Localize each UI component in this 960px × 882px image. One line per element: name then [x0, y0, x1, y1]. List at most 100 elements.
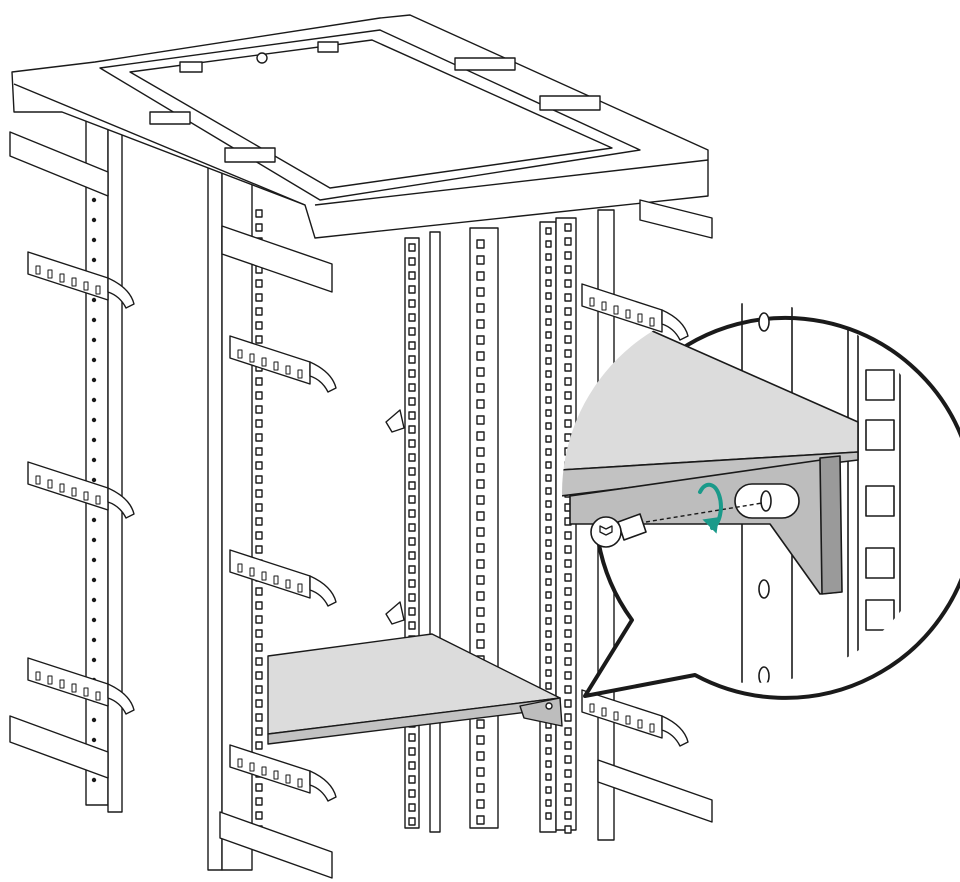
cable-bracket [581, 689, 689, 747]
rack-hole [545, 422, 552, 430]
rack-hole [255, 503, 263, 512]
rack-hole [545, 682, 552, 690]
cable-bracket-tab [95, 495, 101, 505]
detail-square-hole [865, 485, 895, 517]
rack-hole [255, 461, 263, 470]
rack-post-front-left [207, 149, 223, 871]
rack-hole [91, 397, 97, 403]
rack-hole [255, 433, 263, 442]
cable-bracket-hook [661, 309, 689, 341]
rack-hole [255, 307, 263, 316]
rack-hole [255, 699, 263, 708]
rack-hole [255, 657, 263, 666]
cable-bracket-hook [309, 575, 337, 607]
rack-hole [476, 399, 485, 409]
rack-hole [545, 552, 552, 560]
rack-hole [476, 351, 485, 361]
rack-hole [255, 279, 263, 288]
detail-rail-hole [758, 579, 770, 599]
rack-hole [91, 377, 97, 383]
rack-hole [476, 719, 485, 729]
rack-hole [91, 337, 97, 343]
rack-hole [408, 565, 416, 574]
rack-hole [545, 357, 552, 365]
rack-hole [564, 741, 572, 750]
horizontal-rail-front-bottom [219, 811, 333, 879]
rack-hole [255, 335, 263, 344]
rack-hole [476, 591, 485, 601]
rack-hole [545, 747, 552, 755]
rack-hole [545, 526, 552, 534]
rack-hole [545, 773, 552, 781]
rack-hole [564, 377, 572, 386]
rack-hole [545, 500, 552, 508]
rack-hole [255, 489, 263, 498]
cable-bracket-tab [261, 571, 267, 581]
rack-hole [545, 279, 552, 287]
rack-hole [564, 559, 572, 568]
rack-hole [564, 237, 572, 246]
rack-hole [91, 317, 97, 323]
rack-hole [545, 240, 552, 248]
rack-hole [255, 671, 263, 680]
cable-bracket-tab [237, 563, 243, 573]
cable-bracket-tab [297, 778, 303, 788]
top-cover-fastener [256, 52, 268, 64]
rack-hole [476, 271, 485, 281]
rack-hole [255, 419, 263, 428]
cable-bracket-tab [625, 309, 631, 319]
cable-bracket [581, 283, 689, 341]
rack-hole [255, 545, 263, 554]
rack-hole [476, 815, 485, 825]
cable-bracket-tab [83, 687, 89, 697]
rack-hole [545, 474, 552, 482]
mounting-clip [385, 409, 405, 433]
rack-hole [476, 735, 485, 745]
cable-bracket-tab [237, 349, 243, 359]
rack-hole [408, 355, 416, 364]
rack-hole [545, 435, 552, 443]
rack-hole [255, 209, 263, 218]
rack-hole [476, 607, 485, 617]
rack-hole [91, 717, 97, 723]
rack-hole [408, 803, 416, 812]
rack-hole [564, 531, 572, 540]
rack-hole [408, 733, 416, 742]
cable-bracket [229, 549, 337, 607]
rack-hole [408, 299, 416, 308]
rack-hole [564, 657, 572, 666]
rack-hole [91, 257, 97, 263]
rack-hole [545, 305, 552, 313]
rack-hole [408, 817, 416, 826]
rack-hole [255, 321, 263, 330]
rack-hole [476, 751, 485, 761]
detail-rail-hole [758, 666, 770, 683]
cable-bracket-tab [285, 579, 291, 589]
rack-hole [564, 769, 572, 778]
rack-hole [408, 747, 416, 756]
rack-hole [476, 495, 485, 505]
rack-hole [545, 604, 552, 612]
rack-hole [255, 685, 263, 694]
cable-bracket [229, 335, 337, 393]
rack-shelf [267, 633, 563, 745]
rack-hole [564, 573, 572, 582]
cable-bracket [27, 251, 135, 309]
rack-hole [564, 587, 572, 596]
rack-hole [564, 265, 572, 274]
rack-hole [564, 293, 572, 302]
cable-bracket-tab [273, 575, 279, 585]
cable-bracket-hook [107, 683, 135, 715]
rack-hole [476, 367, 485, 377]
rack-hole [255, 223, 263, 232]
screw-insertion-guide [645, 502, 763, 523]
rack-hole [476, 527, 485, 537]
rack-hole [476, 447, 485, 457]
cable-bracket-tab [637, 719, 643, 729]
callout-detail [562, 303, 901, 683]
rack-hole [255, 629, 263, 638]
rack-hole [545, 448, 552, 456]
rack-hole [255, 811, 263, 820]
rack-hole [476, 303, 485, 313]
